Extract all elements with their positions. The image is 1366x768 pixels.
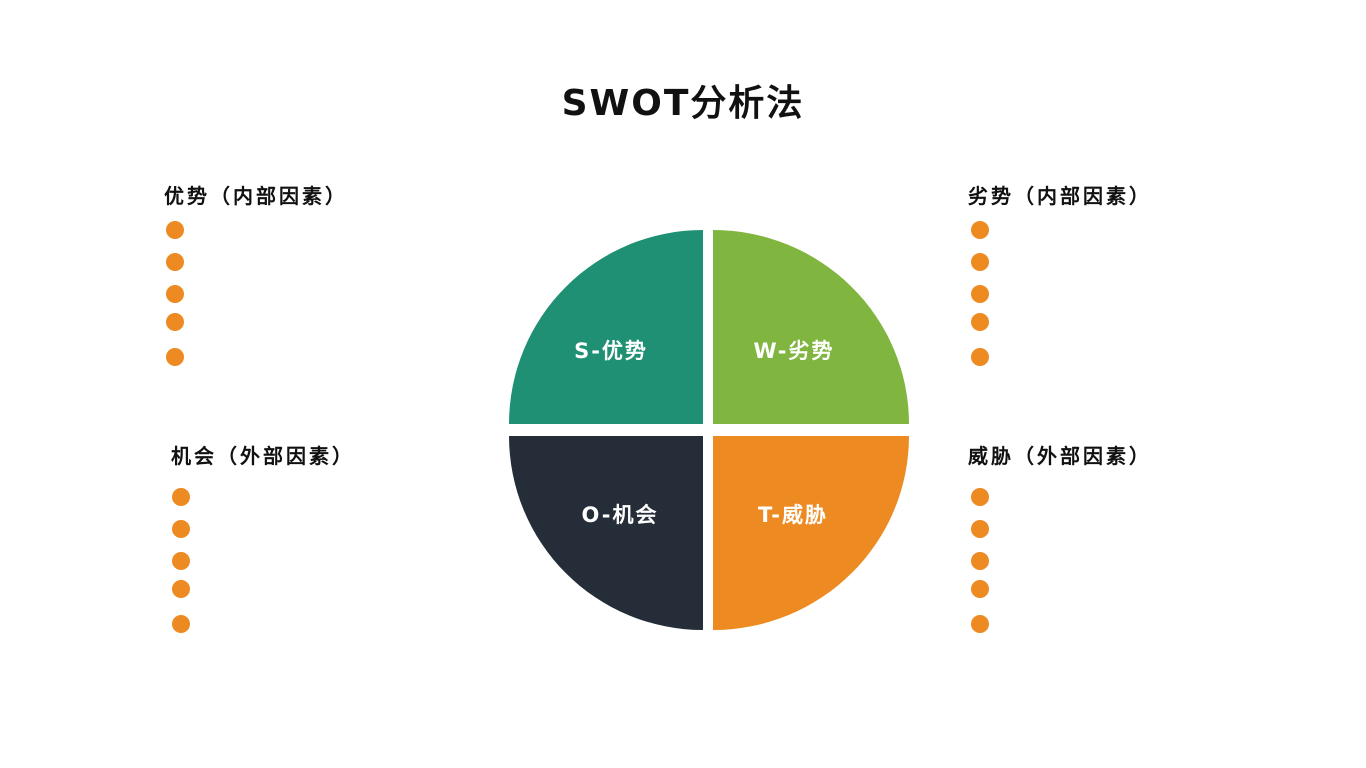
bullet-dot-weaknesses (971, 313, 989, 331)
bullet-dot-strengths (166, 313, 184, 331)
bullet-dot-weaknesses (971, 221, 989, 239)
bullet-dot-strengths (166, 348, 184, 366)
bullet-dot-threats (971, 615, 989, 633)
bullet-dot-opportunities (172, 615, 190, 633)
bullet-dot-opportunities (172, 580, 190, 598)
bullet-dot-opportunities (172, 520, 190, 538)
quadrant-weaknesses (713, 230, 909, 424)
heading-strengths: 优势（内部因素） (164, 184, 348, 208)
bullet-dot-weaknesses (971, 285, 989, 303)
quadrant-label-threats: T-威胁 (758, 503, 828, 527)
quadrant-label-opportunities: O-机会 (582, 503, 659, 527)
bullet-dot-threats (971, 552, 989, 570)
heading-opportunities: 机会（外部因素） (171, 444, 355, 468)
quadrant-strengths (509, 230, 703, 424)
quadrant-label-weaknesses: W-劣势 (754, 339, 835, 363)
bullet-dot-threats (971, 520, 989, 538)
quadrant-label-strengths: S-优势 (574, 339, 648, 363)
quadrant-opportunities (509, 436, 703, 630)
bullet-dot-strengths (166, 253, 184, 271)
bullet-dot-weaknesses (971, 348, 989, 366)
heading-threats: 威胁（外部因素） (968, 444, 1152, 468)
quadrant-threats (713, 436, 909, 630)
bullet-dot-weaknesses (971, 253, 989, 271)
bullet-dot-strengths (166, 285, 184, 303)
bullet-dot-threats (971, 488, 989, 506)
page-title: SWOT分析法 (561, 83, 805, 124)
heading-weaknesses: 劣势（内部因素） (968, 184, 1152, 208)
bullet-dot-strengths (166, 221, 184, 239)
bullet-dot-threats (971, 580, 989, 598)
bullet-dot-opportunities (172, 488, 190, 506)
bullet-dot-opportunities (172, 552, 190, 570)
